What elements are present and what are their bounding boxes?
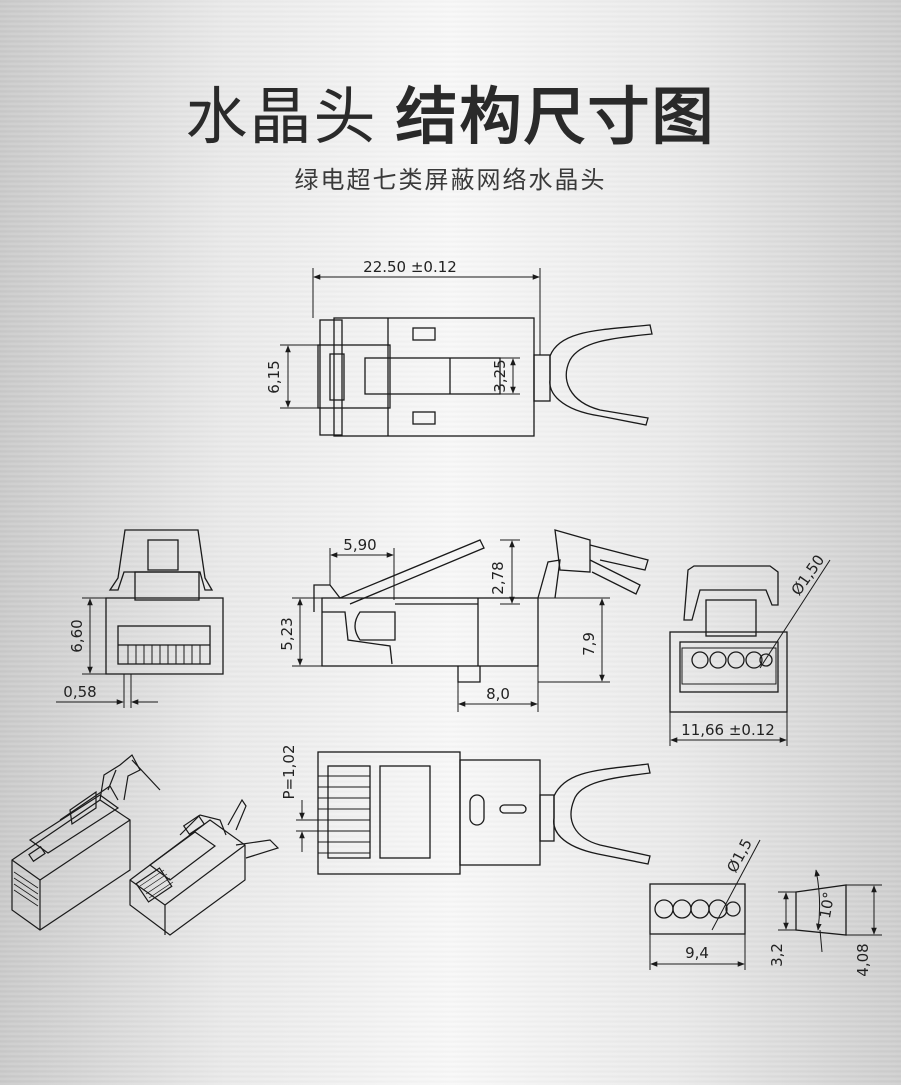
dim-wedge-height: 4,08 <box>854 943 872 976</box>
dim-latch-length: 5,90 <box>343 536 376 554</box>
dim-front-width: 11,66 ±0.12 <box>681 721 775 739</box>
insert-detail <box>649 839 761 970</box>
rear-view <box>669 559 831 746</box>
title-bold: 结构尺寸图 <box>395 80 716 153</box>
dim-side-height: 7,9 <box>580 632 598 656</box>
dim-body-height: 5,23 <box>278 617 296 650</box>
dim-top-height: 6,15 <box>265 360 283 393</box>
page-title: 水晶头结构尺寸图 <box>0 82 901 152</box>
page-subtitle: 绿电超七类屏蔽网络水晶头 <box>294 166 607 194</box>
front-view <box>56 529 224 708</box>
iso-sketch-left <box>11 754 161 931</box>
dim-insert-width: 9,4 <box>685 944 709 962</box>
dim-total-length: 22.50 ±0.12 <box>363 258 457 276</box>
bottom-view <box>296 751 651 875</box>
dim-tail-length: 8,0 <box>486 685 510 703</box>
dim-latch-gap: 2,78 <box>489 561 507 594</box>
dim-insert-diameter: Ø1,5 <box>723 836 756 876</box>
dim-pitch: P=1,02 <box>280 744 298 799</box>
side-view <box>292 529 649 712</box>
title-light: 水晶头 <box>185 80 378 153</box>
top-view <box>280 268 653 437</box>
dim-wedge-angle: 10° <box>816 890 838 919</box>
dim-wire-diameter: Ø1,50 <box>788 551 829 598</box>
dim-insert-height: 3,2 <box>768 943 786 967</box>
iso-sketch-right <box>129 798 280 936</box>
wedge-detail <box>778 869 882 953</box>
dim-front-height: 6,60 <box>68 619 86 652</box>
dim-contact-offset: 0,58 <box>63 683 96 701</box>
dim-top-inner: 3,25 <box>491 359 509 392</box>
